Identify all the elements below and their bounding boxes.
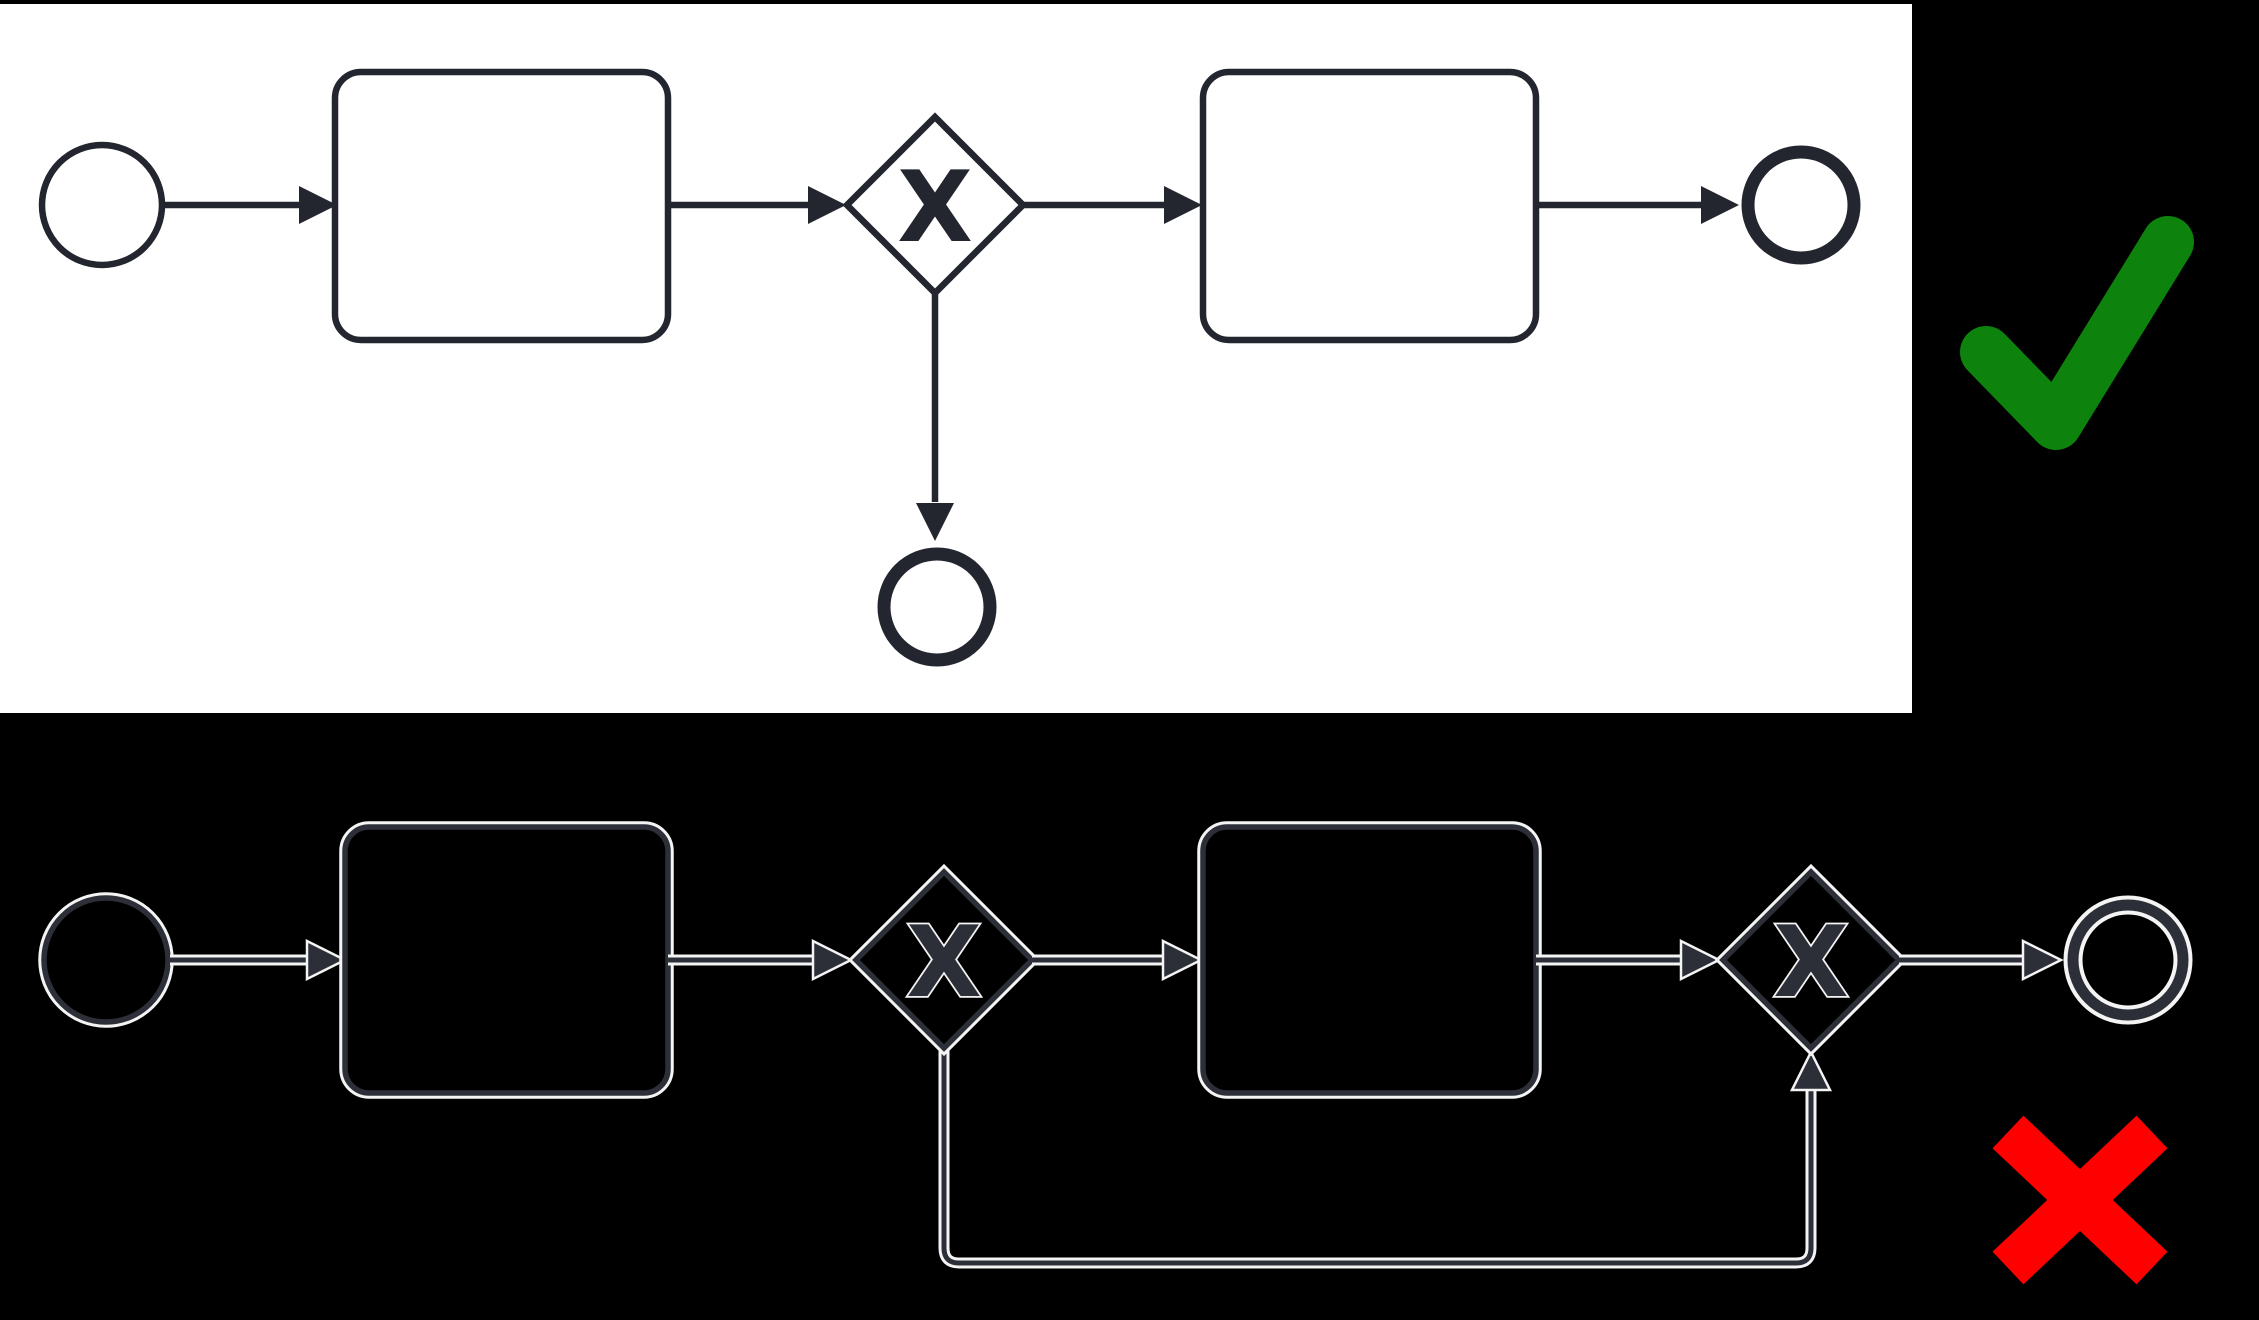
arrowhead-icon [811, 938, 854, 982]
arrowhead-icon [916, 503, 954, 541]
task [1197, 821, 1542, 1099]
sequence-flow [165, 186, 337, 224]
start-event-circle [38, 141, 166, 269]
arrowhead-icon [2021, 938, 2064, 982]
sequence-flow [1536, 186, 1739, 224]
task-shape [1199, 68, 1540, 344]
gateway-x-label: X [897, 151, 973, 265]
task-shape [1200, 824, 1539, 1096]
arrowhead-icon [1701, 186, 1739, 224]
arrowhead-icon [1679, 938, 1722, 982]
gateway-x-label: X [906, 906, 982, 1020]
exclusive-gateway: X [842, 112, 1028, 298]
exclusive-gateway: X [1714, 863, 1908, 1057]
sequence-flow [170, 938, 348, 982]
task-shape [331, 68, 672, 344]
task-shape [342, 824, 671, 1096]
arrowhead-icon [1161, 938, 1204, 982]
end-event-circle [1741, 145, 1861, 265]
sequence-flow [1032, 938, 1204, 982]
start-event-circle [41, 895, 171, 1025]
exclusive-gateway: X [847, 863, 1041, 1057]
end-event-circle [877, 547, 997, 667]
end-event [2063, 895, 2193, 1025]
arrowhead-icon [1789, 1049, 1833, 1092]
arrowhead-icon [299, 186, 337, 224]
arrowhead-icon [808, 186, 846, 224]
start-event [38, 892, 174, 1028]
sequence-flow [668, 186, 846, 224]
red-cross-icon [1992, 1115, 2168, 1285]
sequence-flow [916, 293, 954, 541]
flow-line [941, 1048, 1814, 1266]
sequence-flow [1536, 938, 1722, 982]
arrowhead-icon [305, 938, 348, 982]
task [339, 821, 674, 1099]
sequence-flow [1899, 938, 2064, 982]
gateway-x-label: X [1773, 906, 1849, 1020]
sequence-flow [668, 938, 854, 982]
loop-back-flow [938, 1048, 1833, 1269]
end-event-circle [2067, 899, 2189, 1021]
cross-stroke [1992, 1115, 2168, 1285]
incorrect-example-panel: X X [38, 821, 2193, 1269]
checkmark-stroke [1960, 216, 2194, 450]
gateway-diamond [842, 112, 1028, 298]
arrowhead-icon [1164, 186, 1202, 224]
green-checkmark-icon [1960, 216, 2194, 450]
sequence-flow [1024, 186, 1202, 224]
correct-example-panel: X [0, 4, 1912, 713]
